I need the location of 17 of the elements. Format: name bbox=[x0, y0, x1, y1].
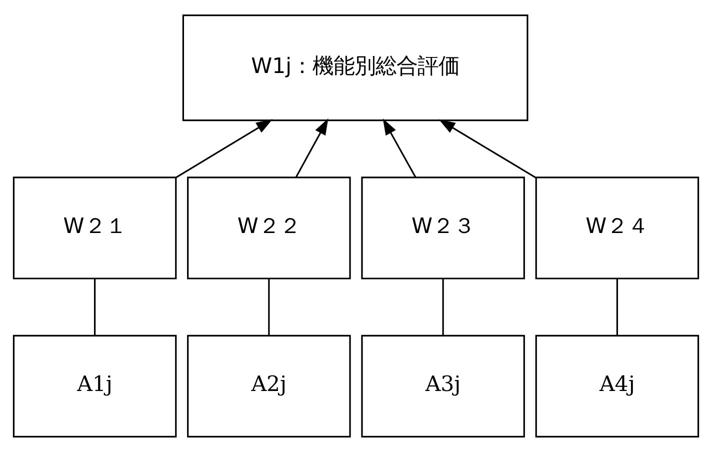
node-box: A3j bbox=[361, 334, 525, 438]
node-box: A2j bbox=[187, 334, 351, 438]
node-box: A4j bbox=[535, 334, 700, 438]
node-box: W２２ bbox=[187, 176, 351, 280]
connector bbox=[616, 278, 618, 336]
arrow bbox=[295, 118, 328, 178]
node-box: A1j bbox=[12, 334, 177, 438]
connector bbox=[268, 278, 270, 336]
connector bbox=[94, 278, 96, 336]
node-box: W２１ bbox=[12, 176, 177, 280]
node-box: W1j：機能別総合評価 bbox=[182, 14, 528, 122]
arrow bbox=[176, 119, 273, 178]
connector bbox=[442, 278, 444, 336]
arrow bbox=[382, 118, 416, 178]
arrow bbox=[438, 119, 536, 178]
node-box: W２３ bbox=[361, 176, 525, 280]
node-box: W２４ bbox=[535, 176, 700, 280]
